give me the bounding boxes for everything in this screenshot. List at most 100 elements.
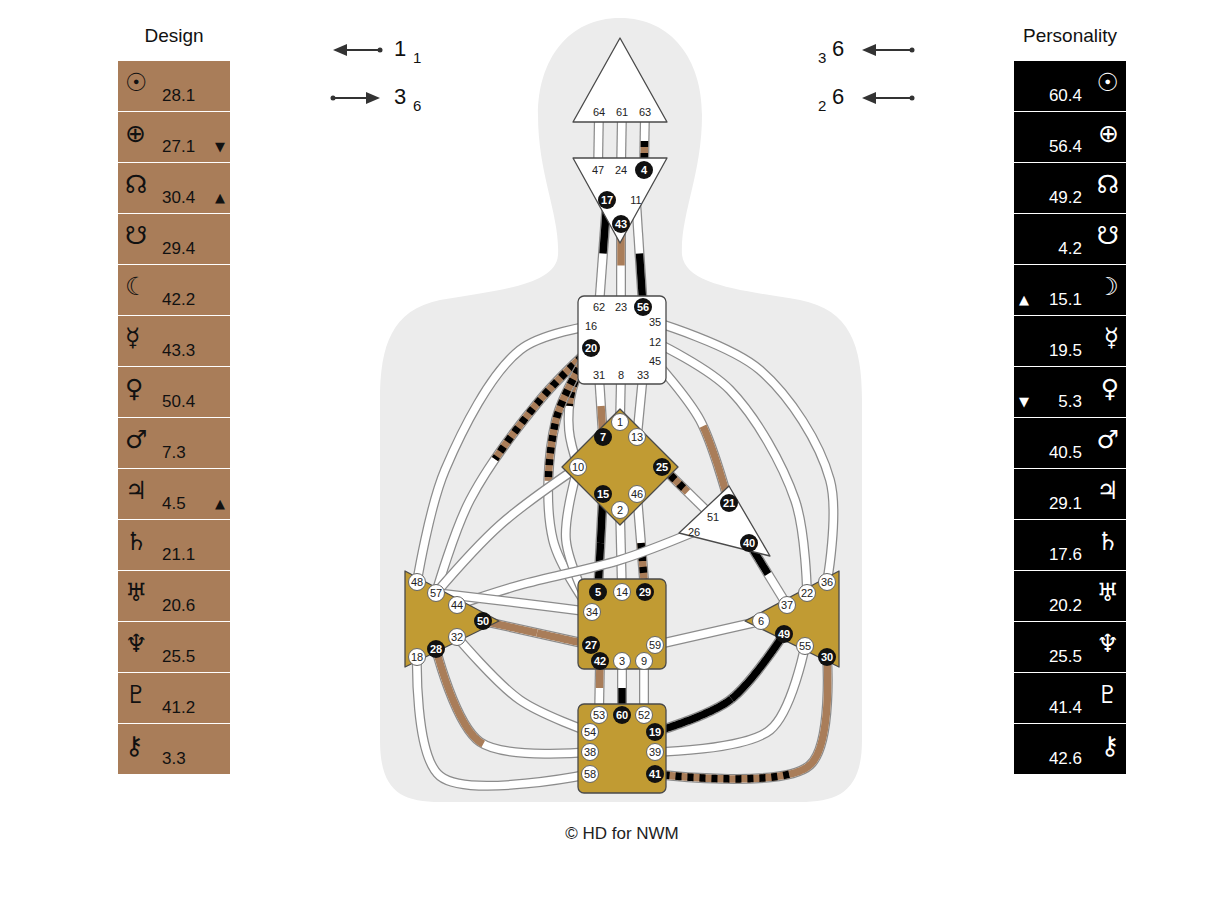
gate-line-number: 41.4 bbox=[1049, 698, 1082, 718]
gate-number: 25 bbox=[653, 458, 671, 476]
gate-number: 11 bbox=[627, 191, 645, 209]
gate-number: 23 bbox=[612, 298, 630, 316]
activation-row: 20.2♅ bbox=[1014, 571, 1126, 621]
gate-number: 62 bbox=[590, 298, 608, 316]
energy-center: 622356163520124531833 bbox=[577, 295, 667, 385]
gate-line-number: 4.2 bbox=[1058, 239, 1082, 259]
gate-line-number: 25.5 bbox=[162, 647, 195, 667]
line-arrow: ▲ bbox=[1019, 292, 1029, 308]
activation-row: ▼5.3♀ bbox=[1014, 367, 1126, 417]
gate-number: 36 bbox=[818, 573, 836, 591]
channel bbox=[417, 657, 590, 786]
profile-number: 6 bbox=[413, 98, 421, 113]
activation-row: 19.5☿ bbox=[1014, 316, 1126, 366]
gate-number: 45 bbox=[646, 352, 664, 370]
gate-number: 54 bbox=[581, 723, 599, 741]
gate-number: 7 bbox=[594, 428, 612, 446]
profile-arrow bbox=[862, 92, 915, 104]
gate-number: 30 bbox=[818, 648, 836, 666]
planet-symbol: ☉ bbox=[125, 69, 147, 97]
planet-symbol: ♃ bbox=[125, 477, 147, 505]
profile-number: 6 bbox=[832, 38, 844, 60]
gate-line-number: 25.5 bbox=[1049, 647, 1082, 667]
gate-line-number: 17.6 bbox=[1049, 545, 1082, 565]
gate-number: 34 bbox=[583, 603, 601, 621]
gate-line-number: 50.4 bbox=[162, 392, 195, 412]
gate-number: 19 bbox=[646, 723, 664, 741]
channel-outline bbox=[655, 634, 784, 732]
channel-body bbox=[637, 494, 645, 592]
gate-number: 29 bbox=[636, 583, 654, 601]
channel bbox=[598, 494, 603, 592]
channel bbox=[655, 657, 828, 779]
channel-body bbox=[483, 621, 591, 645]
channel-body bbox=[655, 621, 761, 645]
channel bbox=[637, 494, 645, 592]
gate-number: 5 bbox=[589, 583, 607, 601]
gate-line-number: 7.3 bbox=[162, 443, 186, 463]
activation-row: 17.6♄ bbox=[1014, 520, 1126, 570]
activation-row: 25.5♆ bbox=[1014, 622, 1126, 672]
profile-number: 3 bbox=[394, 86, 406, 108]
activation-row: ♇41.2 bbox=[118, 673, 230, 723]
gate-number: 3 bbox=[613, 652, 631, 670]
activation-row: ⚷3.3 bbox=[118, 724, 230, 774]
gate-number: 18 bbox=[408, 648, 426, 666]
gate-line-number: 43.3 bbox=[162, 341, 195, 361]
channel-outline bbox=[457, 637, 590, 732]
activation-row: ♃4.5▲ bbox=[118, 469, 230, 519]
activation-row: 60.4☉ bbox=[1014, 61, 1126, 111]
gate-number: 31 bbox=[590, 366, 608, 384]
channel bbox=[483, 621, 591, 645]
gate-number: 8 bbox=[612, 366, 630, 384]
profile-number: 1 bbox=[413, 50, 421, 65]
gate-line-number: 41.2 bbox=[162, 698, 195, 718]
planet-symbol: ♇ bbox=[1097, 681, 1119, 709]
gate-number: 64 bbox=[590, 103, 608, 121]
gate-line-number: 60.4 bbox=[1049, 86, 1082, 106]
gate-line-number: 28.1 bbox=[162, 86, 195, 106]
gate-number: 48 bbox=[408, 573, 426, 591]
gate-number: 59 bbox=[646, 636, 664, 654]
energy-center: 3622376495530 bbox=[742, 568, 842, 670]
channel-outline bbox=[636, 200, 643, 307]
channel-outline bbox=[598, 494, 603, 592]
planet-column: Design☉28.1⊕27.1▼☊30.4▲☋29.4☾42.2☿43.3♀5… bbox=[118, 20, 230, 776]
gate-number: 40 bbox=[740, 534, 758, 552]
activation-row: 41.4 ♇ bbox=[1014, 673, 1126, 723]
planet-symbol: ⚷ bbox=[1101, 732, 1119, 760]
channel-outline bbox=[655, 621, 761, 645]
line-arrow: ▼ bbox=[215, 139, 225, 155]
planet-symbol: ⚷ bbox=[125, 732, 143, 760]
planet-symbol: ☿ bbox=[1104, 324, 1119, 352]
profile-number: 3 bbox=[818, 50, 826, 65]
planet-symbol: ☋ bbox=[125, 222, 147, 250]
channel-outline bbox=[436, 649, 590, 754]
planet-symbol: ☊ bbox=[1097, 171, 1119, 199]
channel-body bbox=[655, 646, 805, 752]
activation-row: ☾42.2 bbox=[118, 265, 230, 315]
channel-body bbox=[457, 637, 590, 732]
energy-center: 514293459274239 bbox=[577, 578, 667, 670]
activation-row: ☋ 29.4 bbox=[118, 214, 230, 264]
gate-line-number: 29.4 bbox=[162, 239, 195, 259]
channel bbox=[655, 621, 761, 645]
copyright-caption: © HD for NWM bbox=[422, 824, 822, 844]
activation-row: ☉ 28.1 bbox=[118, 61, 230, 111]
gate-number: 60 bbox=[613, 706, 631, 724]
channel-activation bbox=[655, 774, 789, 779]
gate-number: 17 bbox=[598, 191, 616, 209]
channel-activation bbox=[731, 634, 784, 699]
gate-number: 6 bbox=[752, 612, 770, 630]
activation-row: ♄21.1 bbox=[118, 520, 230, 570]
gate-number: 21 bbox=[720, 494, 738, 512]
channel-outline bbox=[483, 621, 591, 645]
activation-row: 4.2☋ bbox=[1014, 214, 1126, 264]
gate-number: 39 bbox=[646, 743, 664, 761]
channel-outline bbox=[417, 657, 590, 786]
line-arrow: ▼ bbox=[1019, 394, 1029, 410]
gate-number: 9 bbox=[635, 652, 653, 670]
planet-symbol: ♄ bbox=[125, 528, 147, 556]
gate-number: 43 bbox=[612, 215, 630, 233]
profile-number: 1 bbox=[394, 38, 406, 60]
